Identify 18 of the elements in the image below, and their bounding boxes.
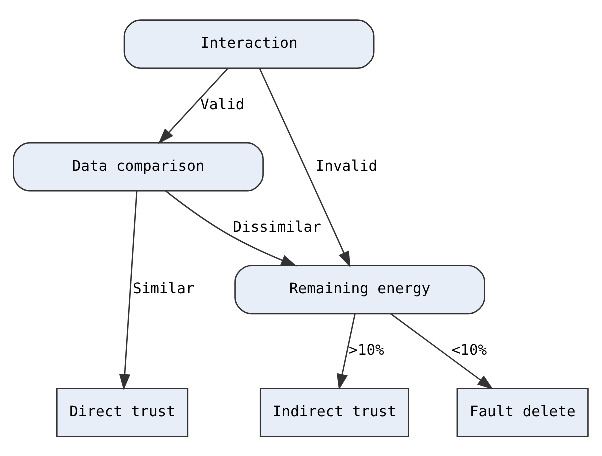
edge-label: <10% xyxy=(452,342,488,358)
edge-label: Dissimilar xyxy=(233,218,322,236)
node-box: Direct trust xyxy=(56,387,189,437)
edge-label: Similar xyxy=(133,280,195,298)
edge-label: Invalid xyxy=(316,157,378,174)
edge-label: Valid xyxy=(200,96,245,113)
node-box: Interaction xyxy=(124,19,375,69)
arrow xyxy=(259,68,351,268)
node-box: Data comparison xyxy=(13,142,264,192)
arrow xyxy=(336,314,356,390)
node-box: Indirect trust xyxy=(260,387,410,437)
arrow xyxy=(390,313,494,390)
arrow xyxy=(166,190,298,266)
edge-label: >10% xyxy=(349,342,384,358)
node-box: Remaining energy xyxy=(234,264,486,314)
node-box: Fault delete xyxy=(456,387,589,437)
arrow xyxy=(158,68,228,144)
arrow xyxy=(119,190,138,390)
